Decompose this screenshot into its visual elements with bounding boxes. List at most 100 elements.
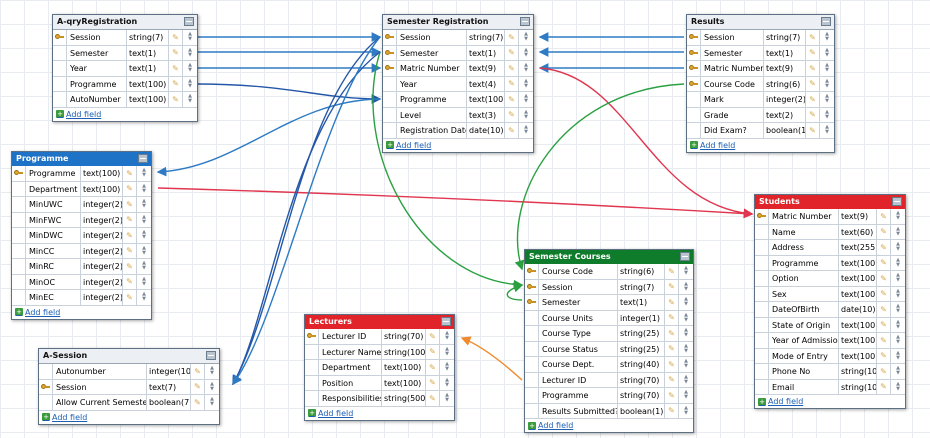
move-updown-icon[interactable]: ▲▼ — [142, 198, 146, 210]
move-updown-icon[interactable]: ▲▼ — [684, 265, 688, 277]
edit-pencil-icon[interactable]: ✎ — [877, 271, 891, 286]
edit-pencil-icon[interactable]: ✎ — [169, 92, 183, 107]
edit-pencil-icon[interactable]: ✎ — [123, 274, 137, 289]
edit-pencil-icon[interactable]: ✎ — [191, 379, 205, 394]
edit-pencil-icon[interactable]: ✎ — [123, 166, 137, 181]
move-updown-icon[interactable]: ▲▼ — [825, 62, 829, 74]
move-updown-icon[interactable]: ▲▼ — [684, 327, 688, 339]
table-title[interactable]: Results — [687, 15, 834, 30]
field-row[interactable]: Results Submitted?boolean(1)✎▲▼ — [525, 403, 693, 419]
move-updown-icon[interactable]: ▲▼ — [210, 365, 214, 377]
edit-pencil-icon[interactable]: ✎ — [123, 212, 137, 227]
edit-pencil-icon[interactable]: ✎ — [806, 107, 820, 122]
edit-pencil-icon[interactable]: ✎ — [665, 264, 679, 279]
move-updown-icon[interactable]: ▲▼ — [684, 373, 688, 385]
edit-pencil-icon[interactable]: ✎ — [877, 317, 891, 332]
add-field-link[interactable]: +Add field — [39, 411, 219, 424]
edit-pencil-icon[interactable]: ✎ — [665, 295, 679, 310]
move-updown-icon[interactable]: ▲▼ — [445, 330, 449, 342]
move-updown-icon[interactable]: ▲▼ — [445, 345, 449, 357]
edit-pencil-icon[interactable]: ✎ — [505, 123, 519, 138]
edit-pencil-icon[interactable]: ✎ — [505, 107, 519, 122]
table-menu-icon[interactable] — [821, 17, 831, 26]
move-updown-icon[interactable]: ▲▼ — [188, 31, 192, 43]
move-updown-icon[interactable]: ▲▼ — [142, 229, 146, 241]
table-menu-icon[interactable] — [892, 197, 902, 206]
edit-pencil-icon[interactable]: ✎ — [665, 310, 679, 325]
move-updown-icon[interactable]: ▲▼ — [896, 287, 900, 299]
edit-pencil-icon[interactable]: ✎ — [665, 403, 679, 418]
move-updown-icon[interactable]: ▲▼ — [524, 108, 528, 120]
edit-pencil-icon[interactable]: ✎ — [191, 364, 205, 379]
move-updown-icon[interactable]: ▲▼ — [825, 108, 829, 120]
edit-pencil-icon[interactable]: ✎ — [877, 379, 891, 394]
edit-pencil-icon[interactable]: ✎ — [665, 326, 679, 341]
edit-pencil-icon[interactable]: ✎ — [123, 228, 137, 243]
edit-pencil-icon[interactable]: ✎ — [169, 61, 183, 76]
move-updown-icon[interactable]: ▲▼ — [210, 380, 214, 392]
edit-pencil-icon[interactable]: ✎ — [169, 30, 183, 45]
move-updown-icon[interactable]: ▲▼ — [896, 210, 900, 222]
edit-pencil-icon[interactable]: ✎ — [426, 329, 440, 344]
move-updown-icon[interactable]: ▲▼ — [825, 93, 829, 105]
edit-pencil-icon[interactable]: ✎ — [806, 61, 820, 76]
move-updown-icon[interactable]: ▲▼ — [524, 62, 528, 74]
move-updown-icon[interactable]: ▲▼ — [684, 358, 688, 370]
table-title[interactable]: Semester Courses — [525, 250, 693, 264]
move-updown-icon[interactable]: ▲▼ — [524, 46, 528, 58]
move-updown-icon[interactable]: ▲▼ — [825, 77, 829, 89]
move-updown-icon[interactable]: ▲▼ — [896, 225, 900, 237]
move-updown-icon[interactable]: ▲▼ — [825, 124, 829, 136]
move-updown-icon[interactable]: ▲▼ — [188, 93, 192, 105]
move-updown-icon[interactable]: ▲▼ — [684, 404, 688, 416]
add-field-link[interactable]: +Add field — [12, 306, 151, 319]
edit-pencil-icon[interactable]: ✎ — [123, 181, 137, 196]
add-field-link[interactable]: +Add field — [687, 139, 834, 152]
move-updown-icon[interactable]: ▲▼ — [142, 167, 146, 179]
move-updown-icon[interactable]: ▲▼ — [896, 272, 900, 284]
move-updown-icon[interactable]: ▲▼ — [445, 361, 449, 373]
edit-pencil-icon[interactable]: ✎ — [123, 290, 137, 305]
edit-pencil-icon[interactable]: ✎ — [877, 364, 891, 379]
edit-pencil-icon[interactable]: ✎ — [123, 243, 137, 258]
move-updown-icon[interactable]: ▲▼ — [896, 349, 900, 361]
move-updown-icon[interactable]: ▲▼ — [684, 280, 688, 292]
add-field-link[interactable]: +Add field — [525, 419, 693, 432]
